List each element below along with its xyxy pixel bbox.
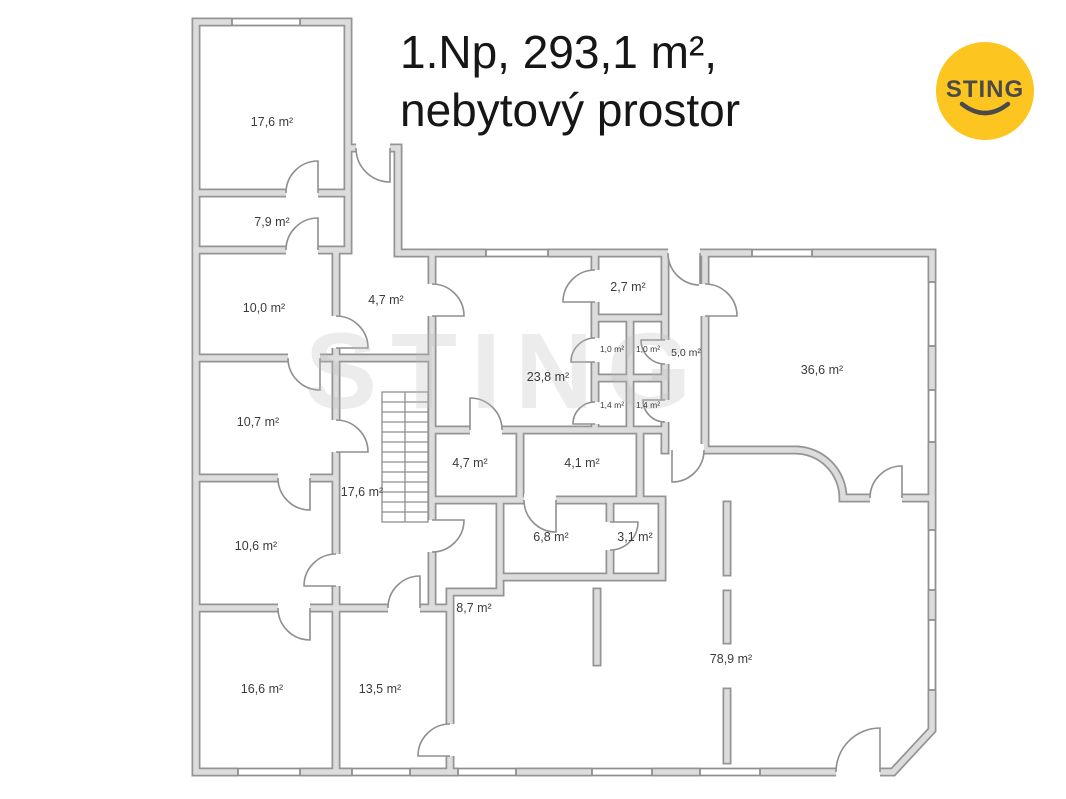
room-label: 4,7 m² (452, 456, 487, 470)
door-arc-icon (335, 419, 369, 453)
door-arc-icon (285, 160, 319, 194)
door-arc-icon (277, 477, 311, 511)
door-arc-icon (387, 575, 421, 609)
door-arc-icon (303, 553, 337, 587)
room-label: 1,4 m² (636, 400, 660, 410)
plan-title: 1.Np, 293,1 m², nebytový prostor (400, 26, 740, 136)
title-line1: 1.Np, 293,1 m², (400, 26, 717, 78)
door-arc-icon (417, 723, 451, 757)
room-label: 78,9 m² (710, 652, 752, 666)
room-label: 13,5 m² (359, 682, 401, 696)
room-label: 1,0 m² (636, 344, 660, 354)
door-arc-icon (431, 519, 465, 553)
room-label: 3,1 m² (617, 530, 652, 544)
room-label: 17,6 m² (251, 115, 293, 129)
door-arc-icon (355, 147, 391, 183)
room-label: 4,7 m² (368, 293, 403, 307)
staircase-icon (381, 391, 429, 523)
room-label: 7,9 m² (254, 215, 289, 229)
door-arc-icon (562, 269, 596, 303)
logo-text: STING (946, 76, 1024, 103)
room-label: 10,7 m² (237, 415, 279, 429)
room-label: 6,8 m² (533, 530, 568, 544)
door-arc-icon (642, 399, 666, 423)
room-label: 4,1 m² (564, 456, 599, 470)
room-label: 10,0 m² (243, 301, 285, 315)
sting-logo: STING (936, 42, 1034, 140)
room-label: 17,6 m² (341, 485, 383, 499)
logo-circle (936, 42, 1034, 140)
door-arc-icon (523, 499, 557, 533)
door-arc-icon (285, 217, 319, 251)
title-line2: nebytový prostor (400, 84, 740, 136)
room-label: 8,7 m² (456, 601, 491, 615)
door-arc-icon (640, 339, 666, 365)
room-labels: 17,6 m² 7,9 m² 10,0 m² 4,7 m² 2,7 m² 1,0… (235, 115, 843, 696)
door-arc-icon (869, 465, 903, 499)
plan-geometry (191, 16, 938, 778)
door-arc-icon (704, 283, 738, 317)
door-arc-icon (277, 607, 311, 641)
door-arc-icon (431, 283, 465, 317)
door-arc-icon (287, 357, 321, 391)
room-label: 2,7 m² (610, 280, 645, 294)
room-label: 36,6 m² (801, 363, 843, 377)
door-arcs (277, 142, 903, 778)
logo-smile-icon (959, 101, 1011, 116)
door-arc-icon (609, 521, 639, 551)
windows (231, 16, 938, 778)
door-arc-icon (570, 337, 596, 363)
room-label: 10,6 m² (235, 539, 277, 553)
door-arc-icon (667, 252, 701, 286)
door-arc-icon (572, 401, 596, 425)
door-arc-icon (469, 397, 503, 431)
watermark: STING (305, 310, 705, 431)
door-arc-icon (835, 727, 881, 773)
door-arc-icon (335, 315, 369, 349)
room-label: 1,0 m² (600, 344, 624, 354)
door-arc-icon (671, 449, 705, 483)
room-label: 5,0 m² (671, 347, 701, 359)
room-label: 1,4 m² (600, 400, 624, 410)
room-label: 23,8 m² (527, 370, 569, 384)
room-label: 16,6 m² (241, 682, 283, 696)
